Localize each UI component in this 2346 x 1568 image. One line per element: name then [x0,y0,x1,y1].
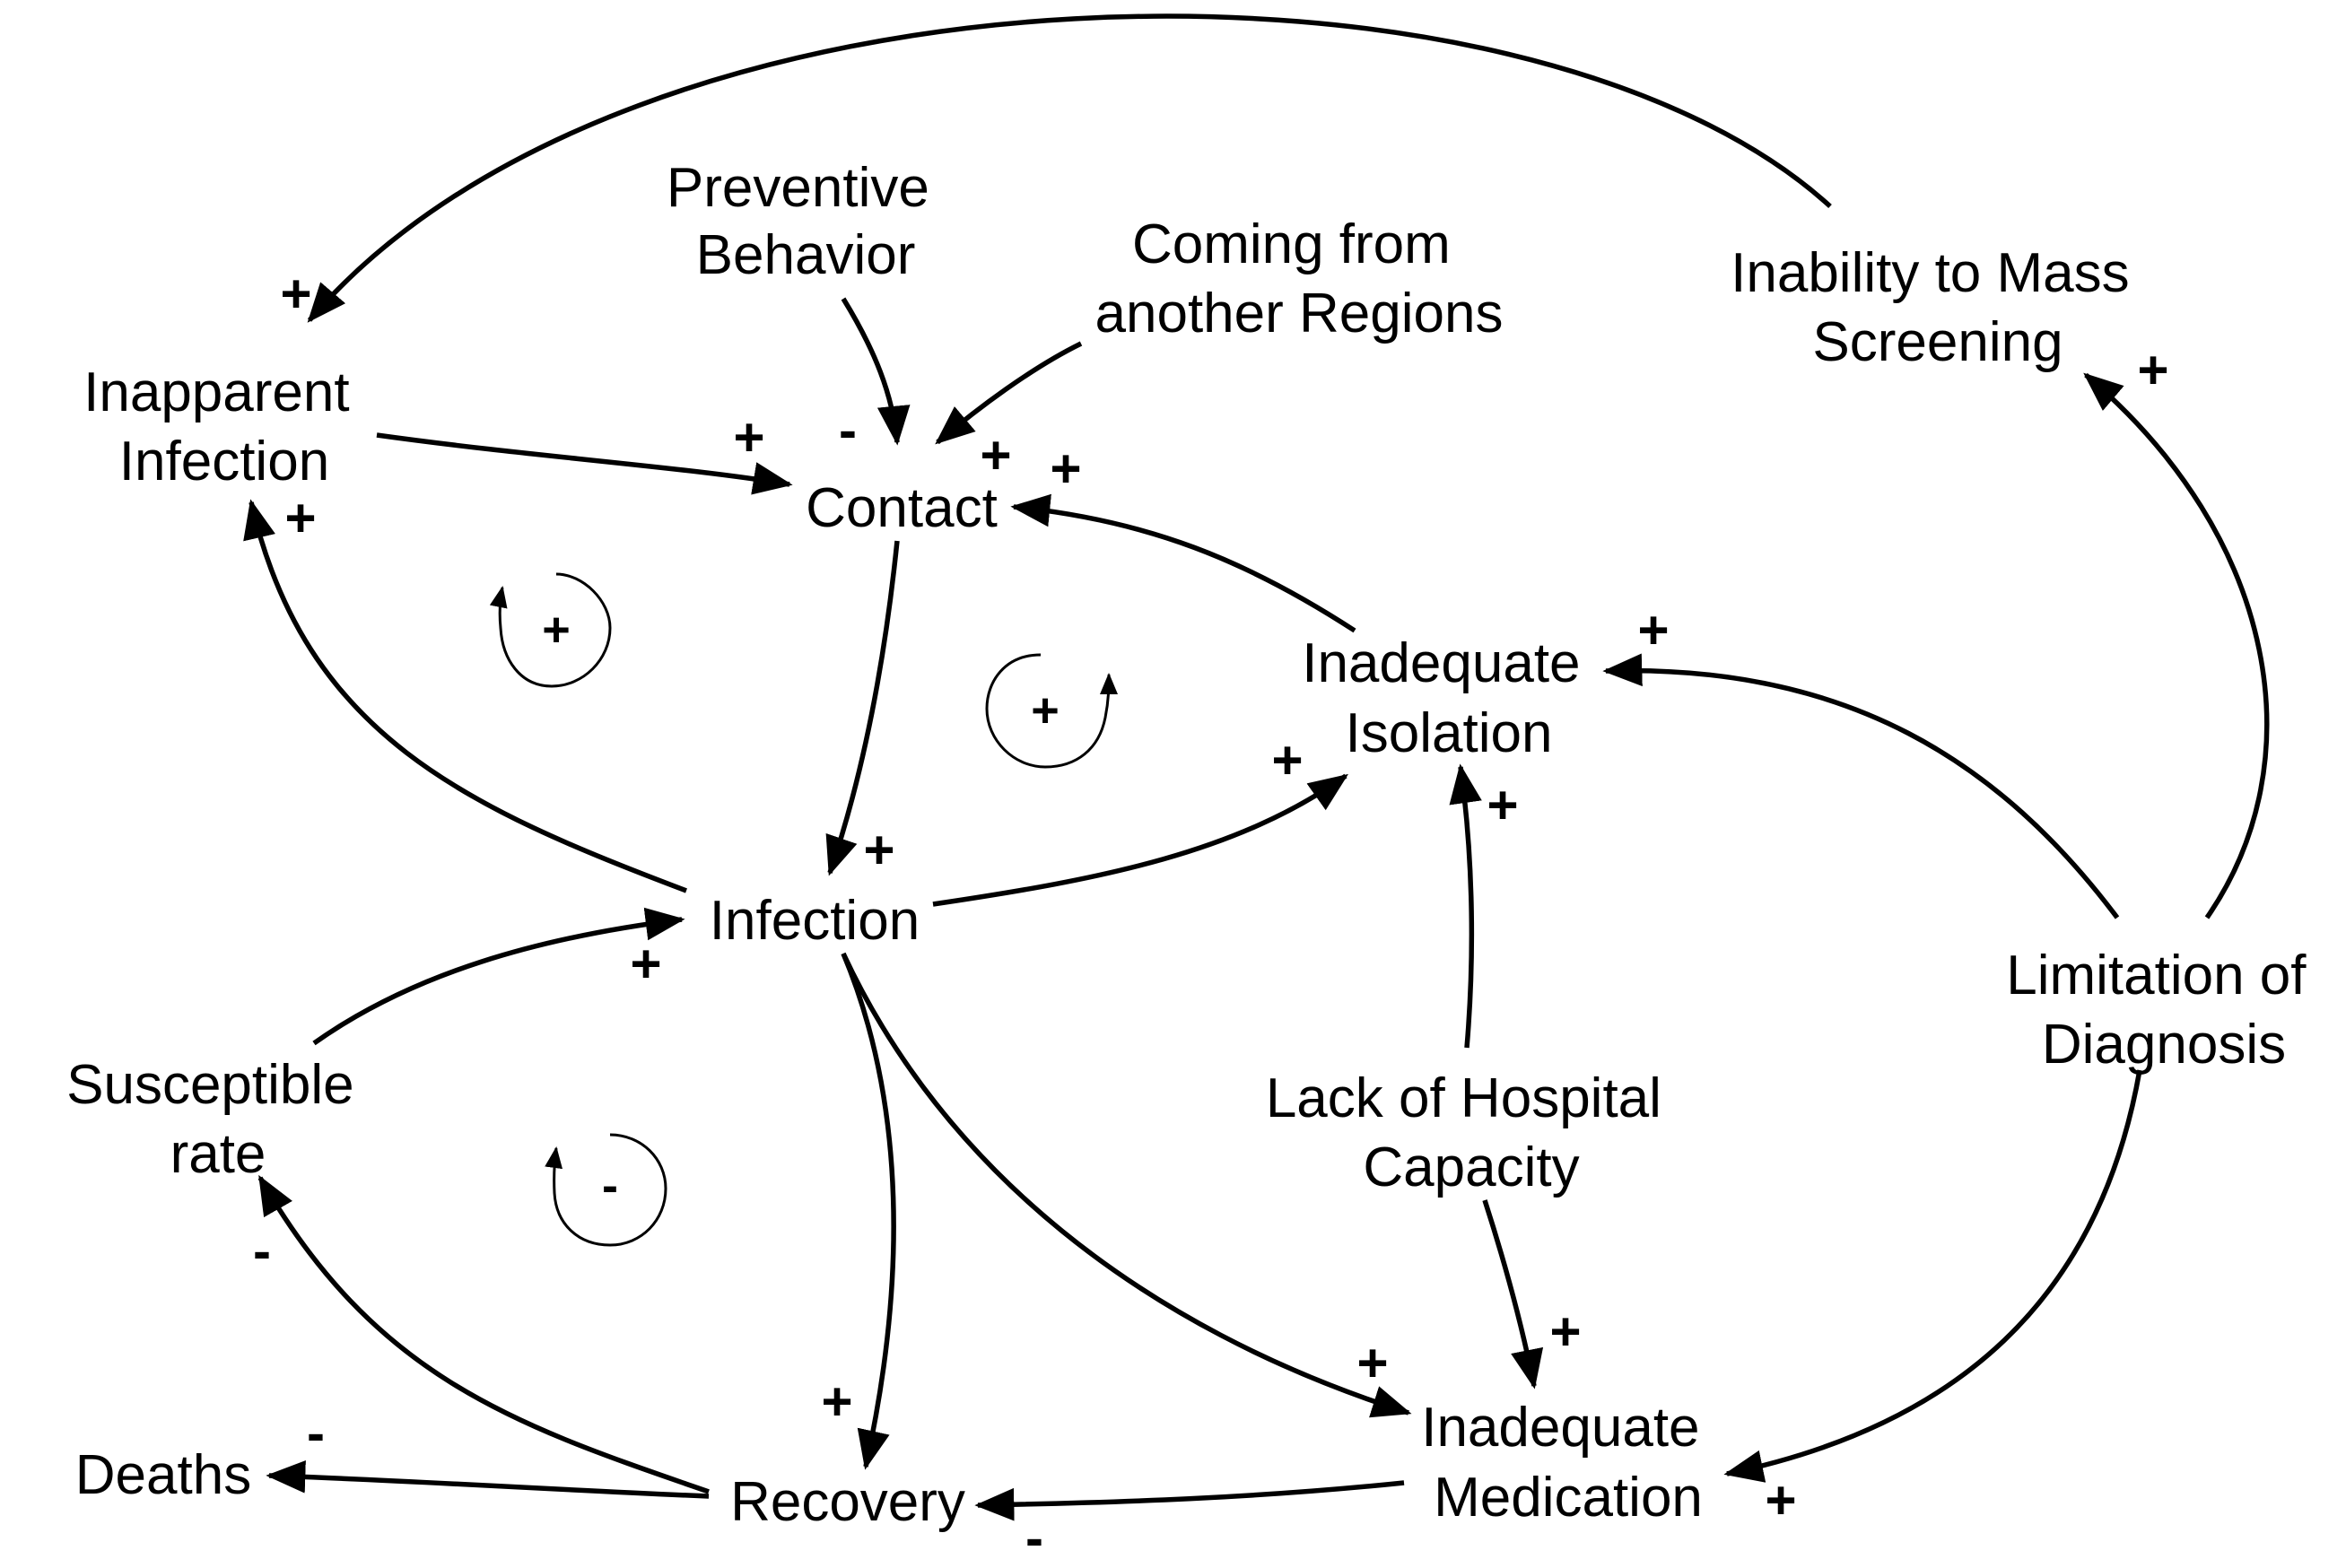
node-inapparent-infection: Inapparent Infection [83,362,365,492]
link-regions-to-contact [935,341,1083,445]
node-limitation-of-diagnosis-line-2: Diagnosis [2042,1014,2286,1076]
loop-sign-inapparent: + [542,603,571,657]
polarity-infection-to-inapparent: + [284,488,316,548]
polarity-diagnosis-to-medication: + [1765,1470,1796,1530]
loop-sign-recovery: - [602,1159,618,1213]
polarity-preventive-to-contact: - [839,400,857,460]
link-diagnosis-to-screening [2083,372,2270,919]
polarity-inapparent-to-contact: + [733,407,764,467]
link-infection-to-medication [841,952,1412,1418]
polarity-isolation-to-contact: + [1050,439,1081,499]
polarity-infection-to-recovery: + [821,1372,852,1432]
polarity-infection-to-isolation: + [1271,730,1303,790]
loop-sign-contact-infection: + [1031,684,1060,737]
node-inapparent-infection-line-2: Infection [119,431,329,492]
polarity-screening-to-inapparent: + [280,264,311,324]
link-inapparent-to-contact [376,432,793,495]
link-infection-to-recovery [841,952,896,1470]
link-diagnosis-to-medication [1723,1069,2142,1483]
polarity-infection-to-medication: + [1356,1333,1388,1393]
polarity-regions-to-contact: + [980,425,1011,485]
polarity-diagnosis-to-isolation: + [1637,600,1669,660]
node-inapparent-infection-line-1: Inapparent [83,362,349,423]
node-contact-line-1: Contact [806,477,998,539]
node-coming-from-another-regions-line-2: another Regions [1095,283,1504,344]
link-susceptible-to-infection [312,907,685,1046]
link-infection-to-isolation [932,773,1348,907]
polarity-medication-to-recovery: - [1025,1508,1043,1568]
link-diagnosis-to-isolation [1602,653,2120,919]
link-infection-to-inapparent [243,499,687,893]
link-hospital-to-isolation [1449,763,1482,1049]
node-deaths: Deaths [75,1444,251,1506]
polarity-hospital-to-isolation: + [1487,775,1518,835]
node-susceptible-rate-line-2: rate [170,1123,266,1185]
node-preventive-behavior-line-2: Behavior [696,224,916,286]
node-inadequate-isolation-line-1: Inadequate [1302,632,1580,694]
node-infection: Infection [710,890,920,952]
node-susceptible-rate-line-1: Susceptible [66,1054,354,1116]
polarity-recovery-to-deaths: - [307,1403,325,1463]
link-contact-to-infection [825,540,900,876]
link-recovery-to-susceptible [257,1174,710,1494]
node-deaths-line-1: Deaths [75,1444,251,1506]
polarity-hospital-to-medication: + [1549,1302,1581,1362]
node-recovery: Recovery [730,1471,965,1533]
node-lack-of-hospital-capacity-line-1: Lack of Hospital [1266,1067,1661,1129]
node-coming-from-another-regions: Coming from another Regions [1095,213,1504,344]
node-inadequate-medication: Inadequate Medication [1421,1397,1715,1529]
node-recovery-line-1: Recovery [730,1471,965,1533]
link-recovery-to-deaths [266,1460,710,1499]
loop-indicator-recovery: - [545,1133,667,1247]
node-inability-to-mass-screening-line-1: Inability to Mass [1731,242,2130,304]
node-limitation-of-diagnosis-line-1: Limitation of [2006,945,2307,1006]
node-inadequate-medication-line-2: Medication [1434,1467,1703,1529]
node-inadequate-isolation: Inadequate Isolation [1302,632,1596,764]
node-coming-from-another-regions-line-1: Coming from [1132,213,1451,275]
node-inadequate-medication-line-1: Inadequate [1421,1397,1699,1459]
node-limitation-of-diagnosis: Limitation of Diagnosis [2006,945,2322,1076]
loop-indicator-inapparent: + [489,572,612,688]
node-inadequate-isolation-line-2: Isolation [1346,702,1553,764]
polarity-susceptible-to-infection: + [630,934,661,994]
link-hospital-to-medication [1482,1199,1544,1389]
link-screening-to-inapparent [307,13,1832,323]
loop-indicator-contact-infection: + [985,653,1118,769]
node-preventive-behavior-line-1: Preventive [667,157,929,219]
polarity-recovery-to-susceptible: - [253,1221,271,1281]
node-contact: Contact [806,477,998,539]
node-inability-to-mass-screening-line-2: Screening [1812,311,2063,373]
node-lack-of-hospital-capacity-line-2: Capacity [1363,1137,1579,1198]
node-infection-line-1: Infection [710,890,920,952]
link-preventive-to-contact [841,297,911,446]
node-susceptible-rate: Susceptible rate [66,1054,370,1185]
polarity-contact-to-infection: + [863,820,894,880]
node-preventive-behavior: Preventive Behavior [667,157,945,286]
node-lack-of-hospital-capacity: Lack of Hospital Capacity [1266,1067,1677,1198]
polarity-diagnosis-to-screening: + [2137,340,2168,400]
link-medication-to-recovery [974,1480,1405,1521]
link-isolation-to-contact [1010,493,1356,633]
node-inability-to-mass-screening: Inability to Mass Screening [1731,242,2145,373]
